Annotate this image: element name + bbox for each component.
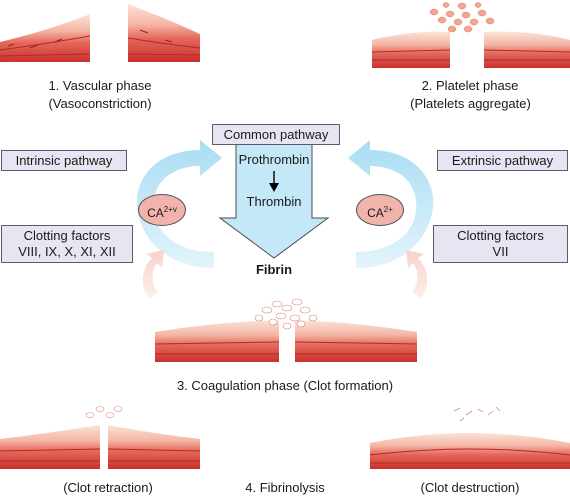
extrinsic-pathway-box: Extrinsic pathway: [437, 150, 568, 171]
extrinsic-factors-list: VII: [492, 244, 509, 259]
clot-retraction-illustration: [0, 406, 201, 469]
intrinsic-factors-list: VIII, IX, X, XI, XII: [18, 244, 116, 259]
platelet-phase-subtitle: (Platelets aggregate): [410, 96, 531, 111]
intrinsic-factor-arrow: [142, 250, 164, 298]
extrinsic-flow-arrow: [348, 140, 434, 268]
prothrombin-label: Prothrombin: [238, 152, 310, 167]
intrinsic-pathway-box: Intrinsic pathway: [1, 150, 127, 171]
extrinsic-clotting-factors-box: Clotting factors VII: [433, 225, 568, 263]
calcium-charge: 2+: [383, 205, 393, 214]
coagulation-phase-illustration: [154, 298, 418, 362]
platelet-phase-title: 2. Platelet phase: [421, 78, 519, 93]
thrombin-label: Thrombin: [246, 194, 302, 209]
fibrin-label: Fibrin: [255, 262, 293, 277]
intrinsic-clotting-factors-box: Clotting factors VIII, IX, X, XI, XII: [1, 225, 133, 263]
vascular-phase-title: 1. Vascular phase: [48, 78, 152, 93]
common-pathway-box: Common pathway: [212, 124, 340, 145]
calcium-label: CA: [367, 206, 384, 220]
calcium-oval-extrinsic: CA2+: [356, 194, 404, 226]
calcium-oval-intrinsic: CA2+v: [138, 194, 186, 226]
vascular-phase-subtitle: (Vasoconstriction): [48, 96, 152, 111]
intrinsic-factors-title: Clotting factors: [23, 228, 111, 243]
clot-mesh: [254, 298, 318, 330]
clot-destruction-label: (Clot destruction): [420, 480, 520, 495]
conversion-arrow-icon: [269, 183, 279, 192]
intrinsic-flow-arrow: [136, 140, 222, 268]
coagulation-phase-title: 3. Coagulation phase (Clot formation): [176, 378, 394, 393]
platelet-phase-illustration: [371, 2, 570, 69]
fibrinolysis-title: 4. Fibrinolysis: [245, 480, 325, 495]
platelet-cluster: [429, 2, 495, 33]
calcium-label: CA: [147, 206, 164, 220]
extrinsic-factor-arrow: [406, 250, 428, 298]
extrinsic-factors-title: Clotting factors: [457, 228, 544, 243]
clot-destruction-illustration: [369, 406, 570, 469]
calcium-charge: 2+v: [163, 205, 177, 214]
vascular-phase-illustration: [0, 4, 201, 62]
clot-retraction-label: (Clot retraction): [63, 480, 153, 495]
common-pathway-arrow: [218, 141, 330, 259]
